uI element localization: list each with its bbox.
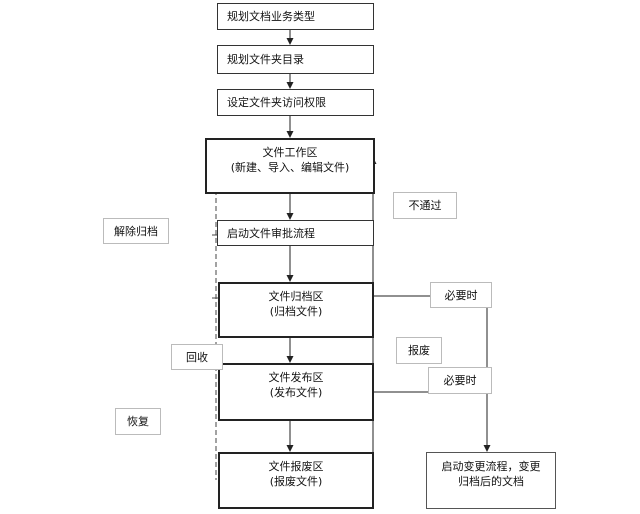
step-approval-text: 启动文件审批流程 [227,226,315,240]
step-plan-folder-text: 规划文件夹目录 [227,53,304,66]
label-unarchive-text: 解除归档 [114,224,158,238]
step-approval: 启动文件审批流程 [217,220,374,246]
label-scrapped-text: 报废 [408,344,430,357]
label-recall: 回收 [171,344,223,370]
label-when-needed-2: 必要时 [428,367,492,394]
change-line2: 归档后的文档 [458,475,524,488]
label-when-needed-1: 必要时 [430,282,492,308]
step-publish: 文件发布区 (发布文件) [218,363,374,421]
workspace-subtitle: (新建、导入、编辑文件) [230,161,350,174]
step-set-permission-text: 设定文件夹访问权限 [227,96,326,109]
label-recall-text: 回收 [186,350,208,364]
step-plan-folder: 规划文件夹目录 [217,45,374,74]
step-workspace: 文件工作区 (新建、导入、编辑文件) [205,138,375,194]
workspace-title: 文件工作区 [262,146,318,159]
label-restore-text: 恢复 [127,415,149,428]
label-unarchive: 解除归档 [103,218,169,244]
label-restore: 恢复 [115,408,161,435]
label-when-needed-1-text: 必要时 [444,288,478,302]
label-when-needed-2-text: 必要时 [443,374,477,387]
label-scrapped: 报废 [396,337,442,364]
scrap-subtitle: (报废文件) [269,475,323,488]
step-plan-type-text: 规划文档业务类型 [227,10,315,23]
archive-subtitle: (归档文件) [269,305,323,318]
scrap-title: 文件报废区 [268,460,324,473]
step-set-permission: 设定文件夹访问权限 [217,89,374,116]
archive-title: 文件归档区 [268,290,324,303]
step-change-process: 启动变更流程，变更 归档后的文档 [426,452,556,509]
step-plan-type: 规划文档业务类型 [217,3,374,30]
label-not-passed: 不通过 [393,192,457,219]
publish-subtitle: (发布文件) [269,386,323,399]
publish-title: 文件发布区 [268,371,324,384]
change-line1: 启动变更流程，变更 [441,460,541,473]
label-not-passed-text: 不通过 [408,199,442,212]
step-scrap: 文件报废区 (报废文件) [218,452,374,509]
step-archive: 文件归档区 (归档文件) [218,282,374,338]
